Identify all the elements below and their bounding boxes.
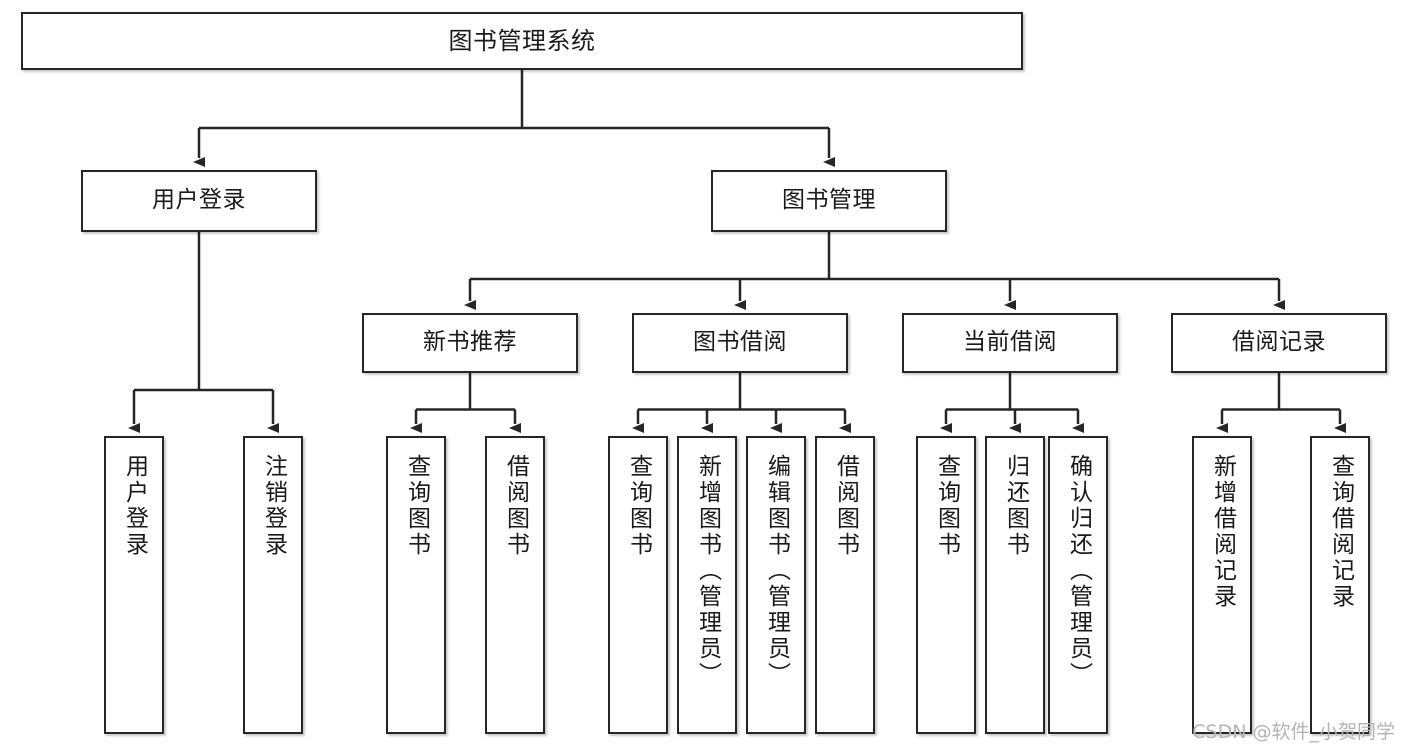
node-borrow-record[interactable]: 借阅记录 bbox=[1171, 313, 1387, 373]
node-leaf-rec-borrow[interactable]: 借阅图书 bbox=[485, 436, 545, 734]
node-leaf-cb-query[interactable]: 查询图书 bbox=[916, 436, 976, 734]
node-label: 用户登录 bbox=[152, 187, 246, 214]
node-root[interactable]: 图书管理系统 bbox=[21, 12, 1023, 70]
node-label: 当前借阅 bbox=[963, 329, 1057, 356]
node-current-borrow[interactable]: 当前借阅 bbox=[902, 313, 1118, 373]
node-label: 借阅图书 bbox=[832, 454, 859, 558]
node-label: 编辑图书（管理员） bbox=[763, 454, 790, 688]
node-label: 图书借阅 bbox=[693, 329, 787, 356]
node-leaf-logout[interactable]: 注销登录 bbox=[243, 436, 303, 734]
node-leaf-rec-query[interactable]: 查询图书 bbox=[386, 436, 446, 734]
node-label: 新书推荐 bbox=[423, 329, 517, 356]
node-label: 借阅图书 bbox=[502, 454, 529, 558]
node-book-borrow[interactable]: 图书借阅 bbox=[632, 313, 848, 373]
node-label: 注销登录 bbox=[260, 454, 287, 558]
watermark: CSDN @软件_小贺同学 bbox=[1192, 721, 1395, 743]
node-label: 查询图书 bbox=[403, 454, 430, 558]
node-label: 图书管理系统 bbox=[448, 26, 596, 55]
node-label: 新增借阅记录 bbox=[1209, 454, 1236, 610]
node-label: 借阅记录 bbox=[1232, 329, 1326, 356]
node-leaf-user-login[interactable]: 用户登录 bbox=[104, 436, 164, 734]
node-label: 用户登录 bbox=[121, 454, 148, 558]
node-book-manage[interactable]: 图书管理 bbox=[711, 170, 947, 232]
node-new-book-rec[interactable]: 新书推荐 bbox=[362, 313, 578, 373]
node-label: 图书管理 bbox=[782, 187, 876, 214]
node-label: 确认归还（管理员） bbox=[1065, 454, 1092, 688]
node-label: 查询图书 bbox=[625, 454, 652, 558]
node-leaf-br-query[interactable]: 查询借阅记录 bbox=[1310, 436, 1370, 734]
node-label: 新增图书（管理员） bbox=[694, 454, 721, 688]
node-leaf-bb-query[interactable]: 查询图书 bbox=[608, 436, 668, 734]
node-label: 查询图书 bbox=[933, 454, 960, 558]
node-leaf-bb-add[interactable]: 新增图书（管理员） bbox=[677, 436, 737, 734]
node-label: 查询借阅记录 bbox=[1327, 454, 1354, 610]
node-user-login[interactable]: 用户登录 bbox=[81, 170, 317, 232]
node-leaf-cb-return[interactable]: 归还图书 bbox=[985, 436, 1045, 734]
node-leaf-cb-confirm[interactable]: 确认归还（管理员） bbox=[1048, 436, 1108, 734]
node-leaf-bb-borrow[interactable]: 借阅图书 bbox=[815, 436, 875, 734]
node-label: 归还图书 bbox=[1002, 454, 1029, 558]
node-leaf-br-add[interactable]: 新增借阅记录 bbox=[1192, 436, 1252, 734]
node-leaf-bb-edit[interactable]: 编辑图书（管理员） bbox=[746, 436, 806, 734]
